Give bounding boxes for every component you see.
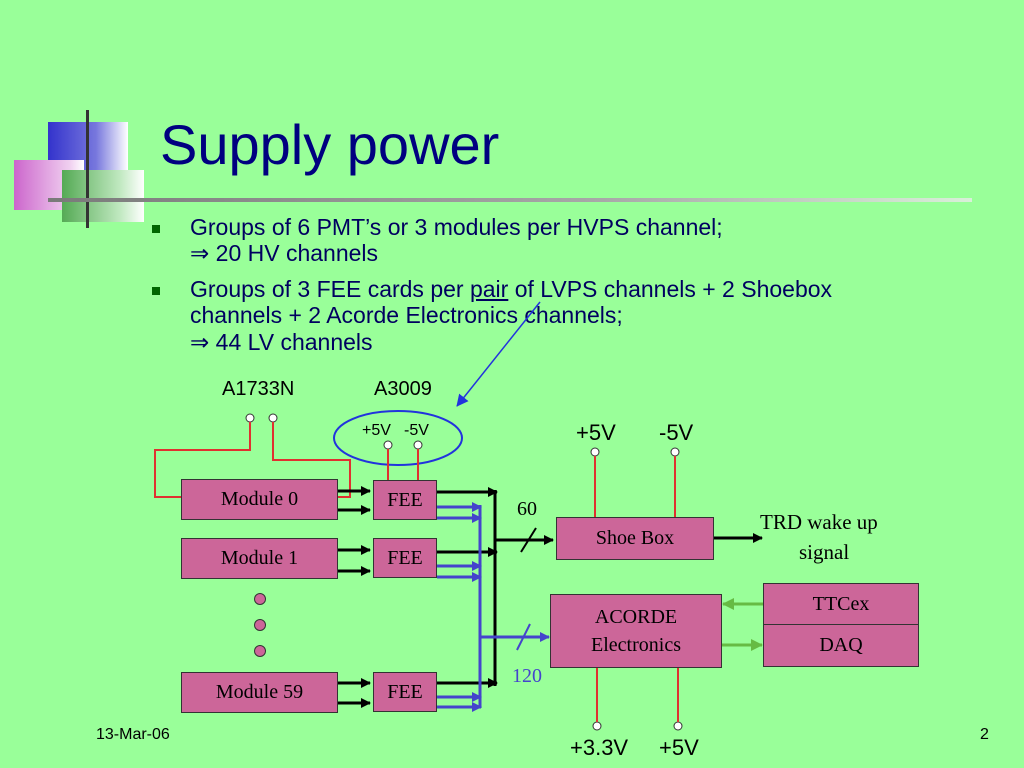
lv-connector-plus [383,440,393,450]
page-title: Supply power [160,113,500,176]
lv-plus-label: +5V [362,422,391,439]
ttcex-box: TTCex [763,583,919,625]
lv-connector-minus [413,440,423,450]
trd-wake-up-line-1: TRD wake up [760,510,878,534]
lv-highlight-ellipse [333,410,463,466]
ellipsis-dot-3 [254,645,266,657]
acorde-label-line-2: Electronics [591,634,681,656]
bullet-2-line-3: ⇒ 44 LV channels [190,329,373,355]
shoebox-plus-label: +5V [576,420,616,445]
deco-vertical-line [86,110,89,228]
fee-box-0: FEE [373,480,437,520]
footer-date: 13-Mar-06 [96,726,170,743]
bullet-2-line-1: Groups of 3 FEE cards per pair of LVPS c… [190,276,832,302]
hv-connector-2 [268,413,278,423]
bullet-2-line-2: channels + 2 Acorde Electronics channels… [190,302,623,328]
hv-supply-label: A1733N [222,378,295,400]
module-box-1: Module 1 [181,538,338,579]
lv-minus-label: -5V [404,422,429,439]
bus-count-60: 60 [517,498,537,520]
ellipsis-dot-2 [254,619,266,631]
module-box-0: Module 0 [181,479,338,520]
shoebox-box: Shoe Box [556,517,714,560]
module-box-59: Module 59 [181,672,338,713]
bus-count-120: 120 [512,665,542,687]
bullet-2-text-b: of LVPS channels + 2 Shoebox [508,276,833,302]
trd-wake-up-line-2: signal [799,540,850,564]
bullet-2-text-a: Groups of 3 FEE cards per [190,276,470,302]
shoebox-minus-label: -5V [659,420,694,445]
shoebox-connector-plus [590,447,600,457]
ellipsis-dot-1 [254,593,266,605]
daq-box: DAQ [763,624,919,667]
shoebox-connector-minus [670,447,680,457]
acorde-connector-3v3 [592,721,602,731]
title-divider [48,198,972,202]
bullet-2-underlined-word: pair [469,276,509,302]
fee-box-59: FEE [373,672,437,712]
page-number: 2 [980,726,989,743]
bullet-marker-1 [152,225,160,233]
acorde-supply-5v-label: +5V [659,735,699,760]
hv-wire-1 [154,422,251,498]
bullet-1-line-2: ⇒ 20 HV channels [190,240,379,266]
pointer-arrow [456,301,541,407]
acorde-label-line-1: ACORDE [594,606,678,628]
deco-square-green [62,170,144,222]
fee-box-1: FEE [373,538,437,578]
bullet-marker-2 [152,287,160,295]
acorde-supply-3v3-label: +3.3V [570,735,629,760]
bullet-1-line-1: Groups of 6 PMT’s or 3 modules per HVPS … [190,214,723,240]
hv-wire-2 [272,422,351,498]
hv-connector-1 [245,413,255,423]
acorde-connector-5v [673,721,683,731]
lv-supply-label: A3009 [374,378,432,400]
acorde-electronics-box: ACORDE Electronics [550,594,722,668]
